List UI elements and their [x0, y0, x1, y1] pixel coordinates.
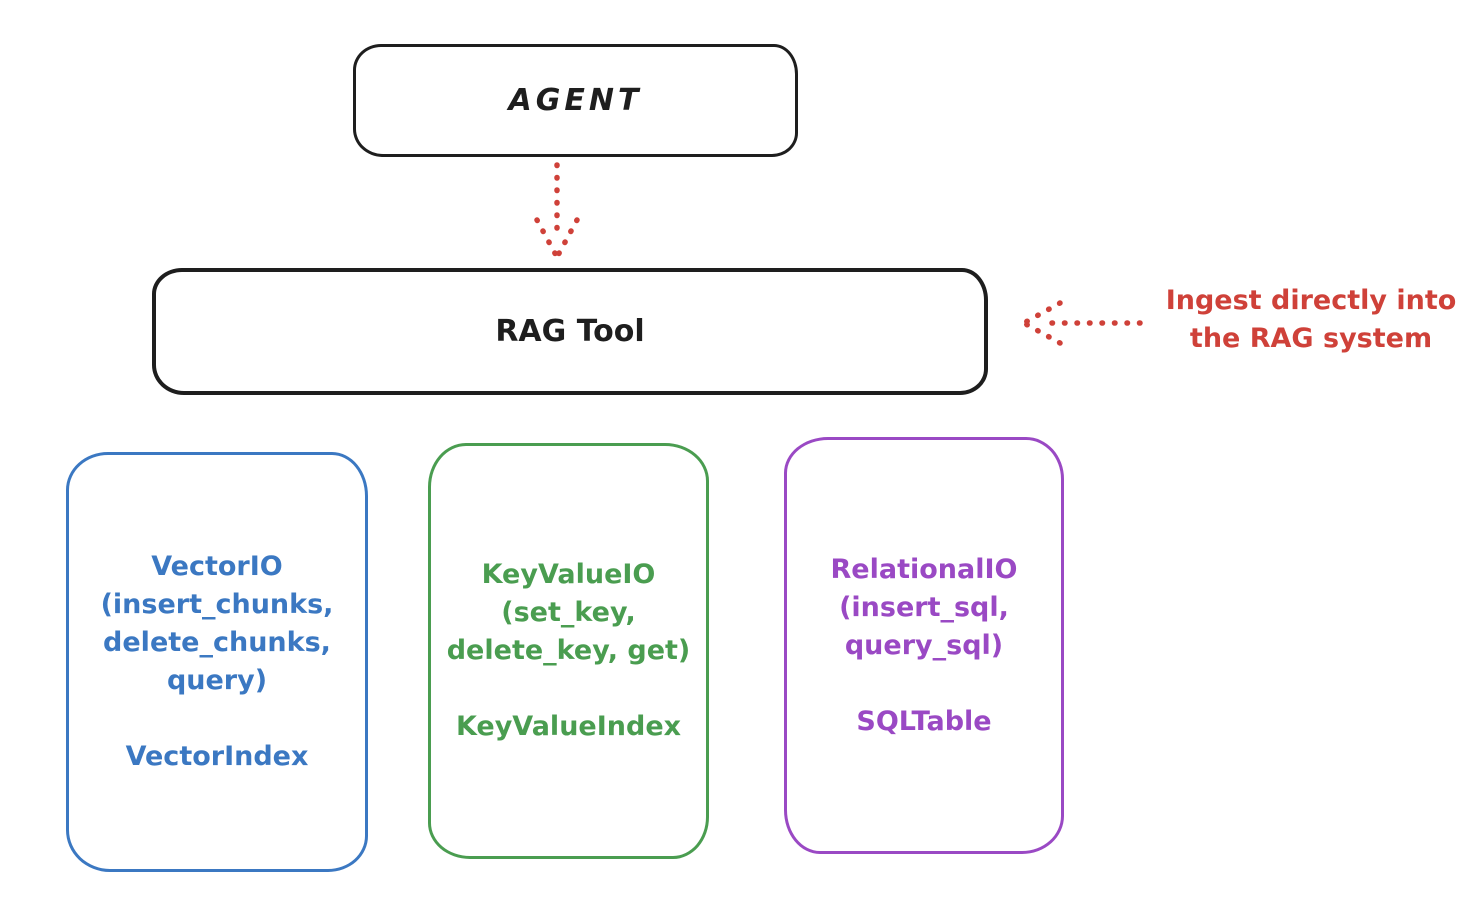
sql-table-label: SQLTable: [856, 705, 992, 737]
vector-io-box: VectorIO (insert_chunks, delete_chunks, …: [66, 452, 368, 872]
rag-tool-node: RAG Tool: [152, 268, 988, 395]
key-value-io-box: KeyValueIO (set_key, delete_key, get) Ke…: [428, 443, 709, 859]
relational-io-box: RelationalIO (insert_sql, query_sql) SQL…: [784, 437, 1064, 854]
ingest-annotation: Ingest directly into the RAG system: [1165, 285, 1457, 354]
key-value-index-label: KeyValueIndex: [455, 711, 682, 742]
rag-tool-label: RAG Tool: [495, 314, 645, 349]
relational-io-title: RelationalIO (insert_sql, query_sql): [830, 553, 1018, 661]
vector-index-label: VectorIndex: [125, 741, 309, 772]
agent-label: AGENT: [508, 83, 643, 118]
agent-node: AGENT: [353, 44, 798, 157]
key-value-io-title: KeyValueIO (set_key, delete_key, get): [446, 559, 691, 666]
ingest-arrow-icon: [1021, 300, 1143, 346]
agent-to-rag-arrow-icon: [534, 162, 580, 260]
vector-io-title: VectorIO (insert_chunks, delete_chunks, …: [100, 551, 334, 696]
